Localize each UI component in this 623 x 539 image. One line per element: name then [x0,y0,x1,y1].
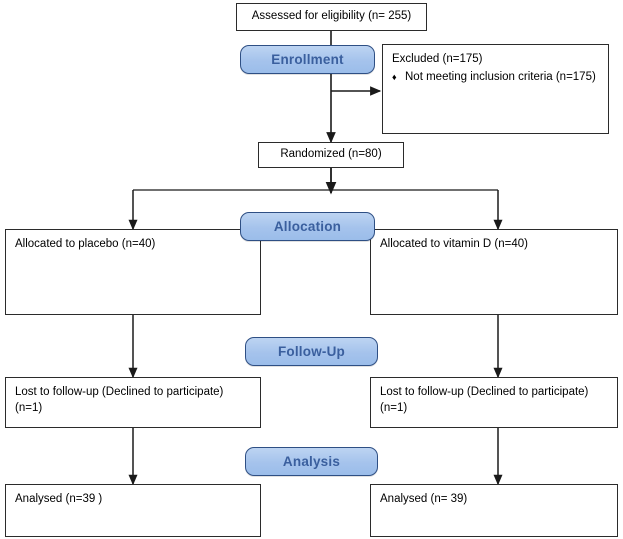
node-assessed-for-eligibility: Assessed for eligibility (n= 255) [236,3,427,31]
stage-badge-analysis-label: Analysis [282,454,341,469]
diamond-bullet-icon: ♦ [392,71,397,82]
stage-badge-enrollment: Enrollment [240,45,375,74]
node-allocated-vitamin-d-text: Allocated to vitamin D (n=40) [380,238,528,250]
stage-badge-follow-up: Follow-Up [245,337,378,366]
node-analysed-vitamin-d-text: Analysed (n= 39) [380,493,468,505]
node-assessed-text: Assessed for eligibility (n= 255) [251,10,412,23]
node-lost-to-followup-placebo-text: Lost to follow-up (Declined to participa… [15,386,224,414]
stage-badge-allocation-label: Allocation [273,219,342,234]
node-analysed-placebo-text: Analysed (n=39 ) [15,493,103,505]
node-lost-to-followup-vitamin-d: Lost to follow-up (Declined to participa… [370,377,618,428]
node-allocated-vitamin-d: Allocated to vitamin D (n=40) [370,229,618,315]
stage-badge-enrollment-label: Enrollment [271,52,344,67]
node-analysed-vitamin-d: Analysed (n= 39) [370,484,618,537]
node-allocated-placebo-text: Allocated to placebo (n=40) [15,238,156,250]
node-excluded-bullet-text: Not meeting inclusion criteria (n=175) [405,70,596,83]
node-excluded-bullet-line: ♦ Not meeting inclusion criteria (n=175) [392,70,599,86]
node-excluded-heading: Excluded (n=175) [392,53,483,65]
stage-badge-allocation: Allocation [240,212,375,241]
node-lost-to-followup-placebo: Lost to follow-up (Declined to participa… [5,377,261,428]
stage-badge-analysis: Analysis [245,447,378,476]
node-excluded: Excluded (n=175) ♦ Not meeting inclusion … [382,44,609,134]
node-analysed-placebo: Analysed (n=39 ) [5,484,261,537]
node-allocated-placebo: Allocated to placebo (n=40) [5,229,261,315]
node-randomized: Randomized (n=80) [258,142,404,168]
stage-badge-follow-up-label: Follow-Up [277,344,346,359]
node-lost-to-followup-vitamin-d-text: Lost to follow-up (Declined to participa… [380,386,589,414]
node-randomized-text: Randomized (n=80) [280,148,382,161]
